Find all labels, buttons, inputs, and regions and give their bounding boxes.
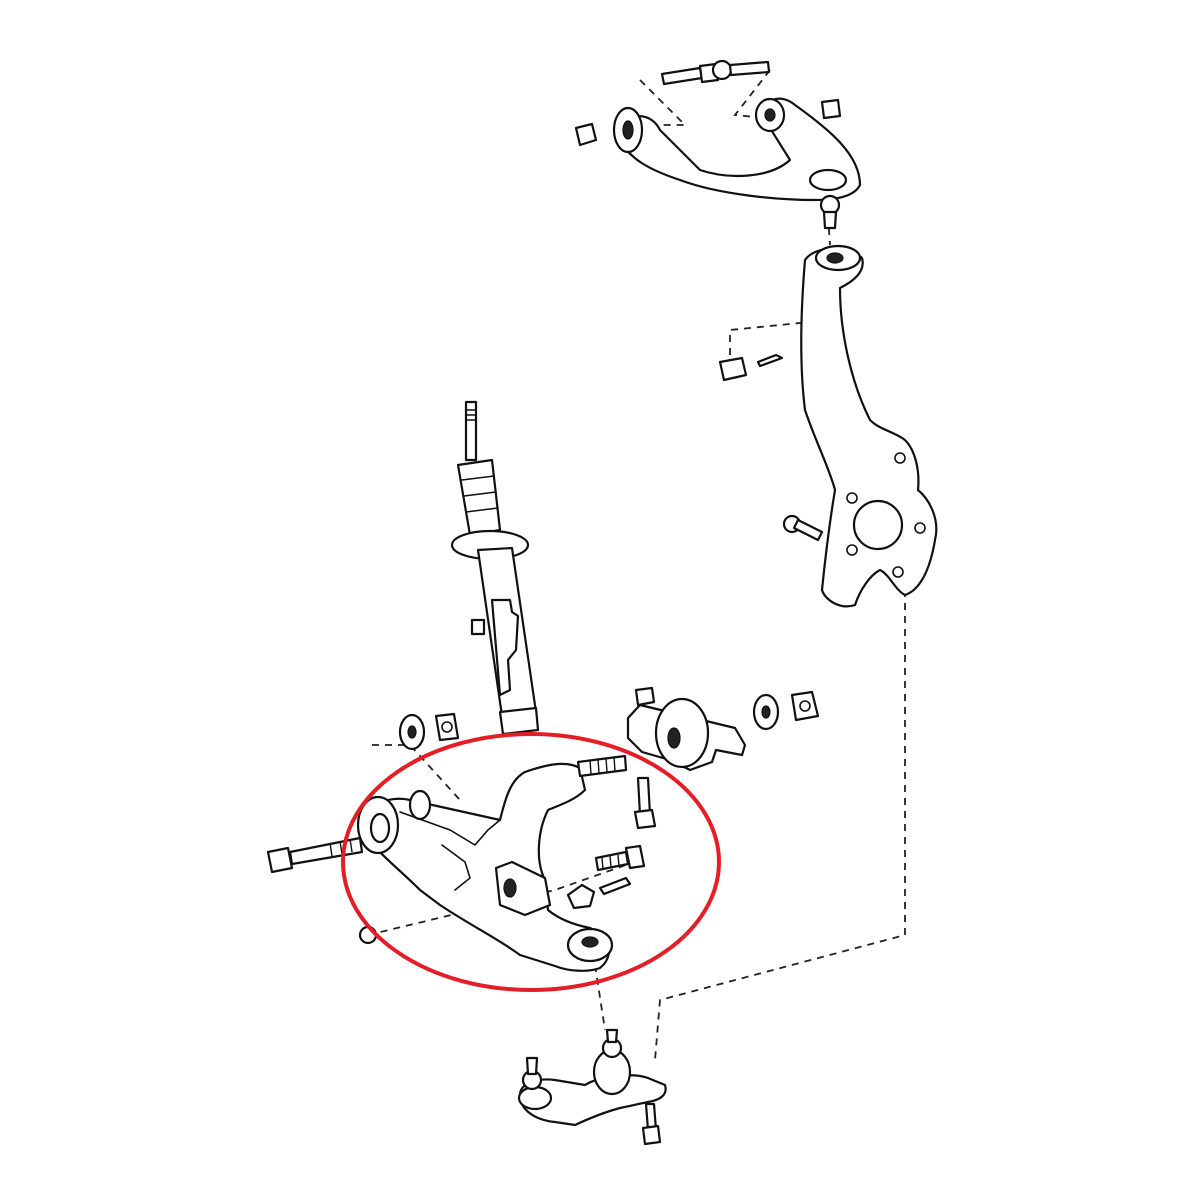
lower-arm-rear-nut bbox=[434, 712, 460, 742]
stabilizer-nut bbox=[634, 686, 656, 707]
lower-control-arm bbox=[356, 754, 628, 972]
assembly-guide-lines bbox=[367, 69, 906, 1061]
stabilizer-bushing-bracket bbox=[626, 697, 747, 772]
lower-arm-washer bbox=[398, 713, 426, 751]
bracket-bolt bbox=[633, 776, 657, 830]
lower-ball-joint bbox=[517, 1028, 667, 1127]
ball-joint-bolt bbox=[641, 1102, 662, 1146]
upper-arm-bolt-left bbox=[660, 62, 720, 86]
shock-absorber bbox=[450, 400, 540, 736]
knuckle-castle-nut bbox=[718, 353, 784, 382]
lower-arm-castle-nut bbox=[566, 876, 632, 910]
bracket-washer bbox=[752, 693, 780, 731]
lower-arm-bolt-short bbox=[594, 844, 646, 872]
highlight-ellipse bbox=[341, 732, 721, 992]
upper-arm-nut-right bbox=[820, 98, 842, 120]
upper-arm-bolt-right bbox=[711, 59, 771, 81]
bracket-nut bbox=[790, 690, 820, 722]
upper-control-arm bbox=[612, 97, 862, 230]
lower-arm-long-bolt bbox=[266, 836, 364, 874]
knuckle-bolt bbox=[782, 514, 824, 542]
upper-arm-nut-left bbox=[574, 122, 598, 147]
steering-knuckle bbox=[800, 244, 938, 608]
